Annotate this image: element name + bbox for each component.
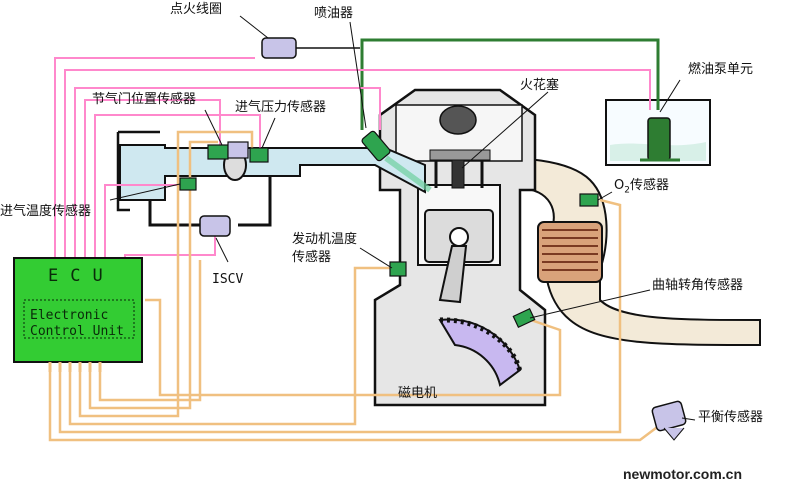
- intake-temp-sensor-label: 进气温度传感器: [0, 204, 92, 219]
- callout-lines: [109, 15, 696, 421]
- sensor-wires: [48, 130, 661, 442]
- fuel-pump-label: 燃油泵单元: [688, 62, 754, 77]
- o2-sensor-label: O2传感器: [614, 178, 669, 199]
- throttle-position-sensor-icon: [207, 141, 249, 160]
- balance-sensor-icon: [651, 400, 687, 441]
- spark-plug-icon: [451, 159, 465, 189]
- ecu-subtitle-line1: Electronic: [30, 308, 109, 323]
- watermark: newmotor.com.cn: [623, 466, 743, 482]
- throttle-position-sensor-label: 节气门位置传感器: [92, 92, 197, 107]
- balance-sensor-label: 平衡传感器: [698, 410, 764, 425]
- injector-label: 喷油器: [314, 6, 354, 21]
- catalytic-converter: [537, 221, 603, 283]
- ignition-coil-label: 点火线圈: [170, 2, 223, 17]
- injector-icon: [361, 130, 432, 193]
- engine-block: [373, 88, 547, 407]
- spark-plug-label: 火花塞: [520, 78, 560, 93]
- o2-sensor-icon: [579, 193, 599, 207]
- magneto-label: 磁电机: [398, 386, 438, 401]
- crank-sensor-label: 曲轴转角传感器: [652, 278, 744, 293]
- ecu-title: ECU: [48, 266, 115, 286]
- ecu-subtitle: Electronic Control Unit: [30, 308, 124, 340]
- engine-temp-sensor-label-line1: 发动机温度: [292, 232, 358, 247]
- o2-subscript: 2: [624, 185, 630, 196]
- fuel-line: [360, 38, 660, 130]
- engine-temp-sensor-label-line2: 传感器: [292, 250, 332, 265]
- ignition-coil-icon: [261, 37, 360, 59]
- engine-temp-sensor-icon: [389, 261, 407, 277]
- crank-sensor-icon: [512, 307, 536, 329]
- iscv-icon: [199, 215, 231, 237]
- fuel-tank: [605, 99, 711, 166]
- intake-pressure-sensor-label: 进气压力传感器: [235, 100, 327, 115]
- o2-prefix: O: [614, 178, 625, 193]
- intake-temp-sensor-icon: [179, 177, 197, 191]
- intake-pressure-sensor-icon: [249, 147, 269, 163]
- o2-suffix: 传感器: [629, 178, 669, 193]
- ecu-box: [13, 257, 143, 372]
- iscv-label: ISCV: [212, 272, 244, 287]
- ecu-subtitle-line2: Control Unit: [30, 324, 124, 339]
